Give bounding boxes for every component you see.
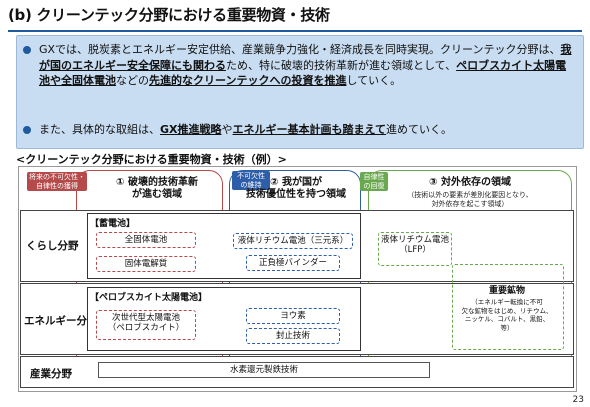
bullet-text-1: GXでは、脱炭素とエネルギー安定供給、産業競争力強化・経済成長を同時実現。クリー… [39, 42, 574, 89]
row-label-energy: エネルギー分野 [24, 315, 98, 327]
battery-section-title: 【蓄電池】 [90, 219, 136, 229]
bullet-emphasis: 我が国のエネルギー安全保障にも関わる [39, 43, 572, 72]
item-solid-battery: 全固体電池 [96, 232, 196, 248]
diagram-subtitle: <クリーンテック分野における重要物資・技術（例）> [16, 153, 287, 166]
item-li-ion-ternary: 液体リチウム電池（三元系） [233, 233, 353, 249]
bullet-emphasis: 先進的なクリーンテックへの投資を推進 [149, 74, 347, 87]
column-3-label: ③ 対外依存の領域 [429, 177, 511, 188]
minerals-title: 重要鉱物 [488, 286, 525, 296]
bullet-dot-icon [23, 46, 31, 54]
column-2-tag: 不可欠性 の維持 [232, 171, 270, 190]
bullet-emphasis: エネルギー基本計画も踏まえて [232, 123, 386, 136]
bullet-text-part: などの [116, 74, 149, 87]
bullet-text-part: GXでは、脱炭素とエネルギー安定供給、産業競争力強化・経済成長を同時実現。クリー… [39, 43, 561, 56]
bullet-text-part: 進めていく。 [385, 123, 452, 136]
row-label-industry: 産業分野 [30, 368, 72, 380]
column-2-label: ② 我が国が 技術優位性を持つ領域 [246, 177, 346, 200]
row-label-living: くらし分野 [26, 240, 79, 252]
item-solid-electrolyte: 固体電解質 [96, 256, 196, 272]
title-divider [8, 30, 582, 32]
item-lfp-battery: 液体リチウム電池 （LFP） [378, 232, 452, 266]
bullet-dot-icon [23, 126, 31, 134]
battery-section [87, 213, 361, 279]
summary-box: GXでは、脱炭素とエネルギー安定供給、産業競争力強化・経済成長を同時実現。クリー… [16, 35, 584, 149]
bullet-emphasis: GX推進戦略 [160, 123, 222, 136]
column-3-tag: 自律性 の回復 [360, 172, 388, 191]
item-next-gen-solar: 次世代型太陽電池 （ペロブスカイト） [96, 310, 196, 340]
column-1-tag: 将来の不可欠性・ 自律性の獲得 [27, 172, 87, 191]
minerals-note: （エネルギー転換に不可 欠な鉱物をはじめ、リチウム、 ニッケル、コバルト、黒鉛、… [461, 298, 553, 332]
bullet-text-2: また、具体的な取組は、GX推進戦略やエネルギー基本計画も踏まえて進めていく。 [39, 122, 574, 138]
bullet-text-part: また、具体的な取組は、 [39, 123, 160, 136]
item-iodine: ヨウ素 [246, 308, 340, 324]
perovskite-section-title: 【ペロブスカイト太陽電池】 [90, 293, 208, 303]
minerals-box [452, 264, 564, 350]
bullet-emphasis: ペロブスカイト太陽電池や全固体電池 [39, 58, 567, 88]
page-number: 23 [572, 395, 584, 405]
perovskite-section [87, 287, 361, 351]
page-title: (b) クリーンテック分野における重要物資・技術 [8, 6, 330, 24]
item-hydrogen-steel: 水素還元製鉄技術 [98, 362, 430, 378]
column-1-label: ① 破壊的技術革新 が進む領域 [116, 177, 198, 200]
bullet-text-part: していく。 [346, 74, 402, 87]
item-sealing-tech: 封止技術 [246, 328, 340, 344]
item-cathode-binder: 正負極バインダー [246, 255, 340, 271]
bullet-text-part: ため、特に破壊的技術革新が進む領域として、 [226, 58, 457, 72]
column-3-sublabel: （技術以外の要素が差別化要因となり、 対外依存を起こす領域） [407, 191, 533, 208]
bullet-text-part: や [221, 123, 233, 136]
